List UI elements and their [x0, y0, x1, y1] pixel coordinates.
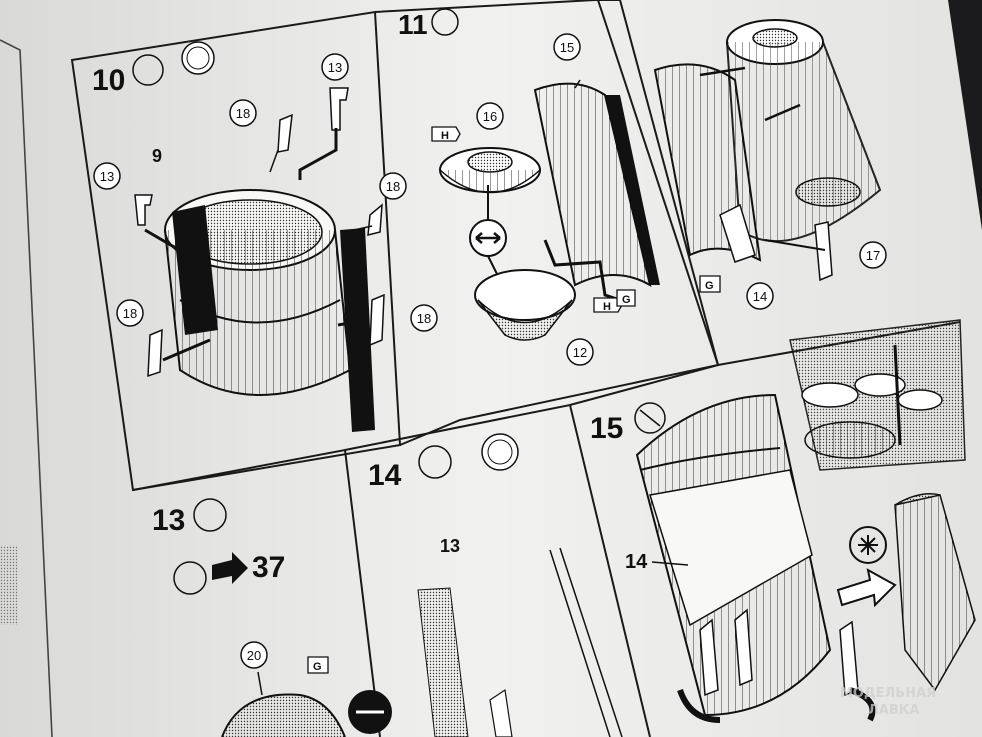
- step12-illustration: [653, 19, 882, 282]
- part-label-13: 13: [440, 536, 460, 556]
- callout-17: 17: [866, 248, 880, 263]
- watermark-line2: ЛАВКА: [868, 703, 919, 718]
- step11-illustration: [431, 8, 660, 341]
- step-number-14: 14: [368, 459, 402, 492]
- step10-illustration: [132, 41, 385, 432]
- callout-18-b: 18: [386, 179, 400, 194]
- callout-15: 15: [560, 40, 574, 55]
- flag-G-2: G: [705, 280, 714, 292]
- callout-18-c: 18: [123, 306, 137, 321]
- step14-illustration: [417, 433, 623, 737]
- callout-13-b: 13: [100, 169, 114, 184]
- flag-G-3: G: [313, 661, 322, 673]
- step-number-15: 15: [590, 412, 623, 445]
- panel-borders: [70, 0, 961, 737]
- callout-13-a: 13: [328, 60, 342, 75]
- flag-markers: [307, 126, 721, 674]
- flag-H-1: H: [441, 130, 449, 142]
- callout-12: 12: [573, 345, 587, 360]
- step-number-10: 10: [92, 64, 125, 97]
- callout-18-a: 18: [236, 106, 250, 121]
- step-number-13: 13: [152, 504, 185, 537]
- step-number-11: 11: [398, 9, 428, 40]
- part-label-14: 14: [625, 551, 648, 573]
- watermark-line1: МОДЕЛЬНАЯ: [840, 686, 936, 701]
- callout-16: 16: [483, 109, 497, 124]
- flag-H-2: H: [603, 301, 611, 313]
- part-callouts: [93, 33, 887, 669]
- step15-illustration: [634, 319, 976, 723]
- callout-18-d: 18: [417, 311, 431, 326]
- step13-illustration: [173, 498, 392, 737]
- flag-G-1: G: [622, 294, 631, 306]
- callout-14-a: 14: [753, 289, 767, 304]
- callout-20: 20: [247, 648, 261, 663]
- part-label-9: 9: [152, 146, 162, 166]
- paint-reference-number: 37: [252, 551, 285, 584]
